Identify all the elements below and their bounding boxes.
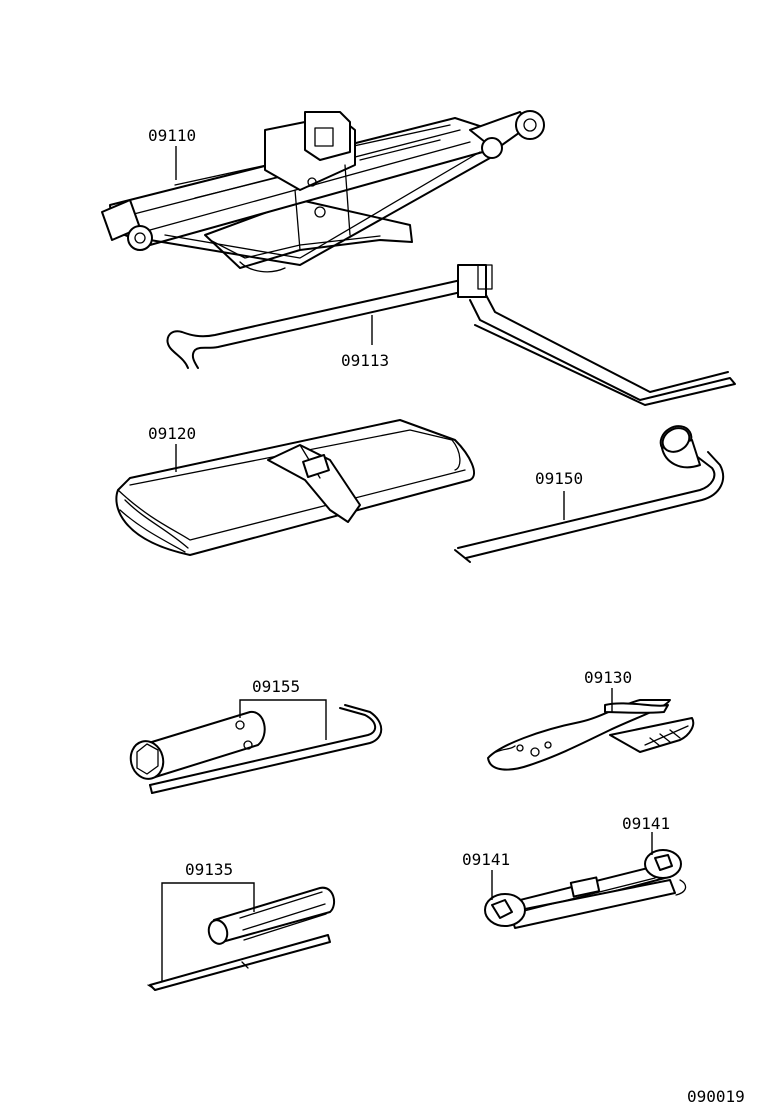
tool-bag-illustration — [115, 419, 475, 556]
part-label-tool-bag: 09120 — [148, 424, 196, 443]
part-label-wrench-right: 09141 — [622, 814, 670, 833]
part-label-wrench-left: 09141 — [462, 850, 510, 869]
part-label-wheel-nut-wrench: 09150 — [535, 469, 583, 488]
screwdriver-leader — [161, 882, 255, 982]
part-label-jack-handle: 09113 — [341, 351, 389, 370]
figure-code: 090019 — [687, 1087, 745, 1106]
wrenches-illustration — [484, 849, 687, 929]
plug-wrench-leader — [239, 699, 327, 740]
part-label-pliers: 09130 — [584, 668, 632, 687]
screwdriver-illustration — [147, 886, 336, 991]
jack-handle-illustration — [166, 264, 736, 406]
part-label-jack: 09110 — [148, 126, 196, 145]
pliers-illustration — [487, 699, 695, 771]
wheel-nut-wrench-illustration — [454, 425, 725, 563]
plug-wrench-illustration — [129, 704, 383, 794]
part-label-plug-wrench: 09155 — [252, 677, 300, 696]
part-label-screwdriver: 09135 — [185, 860, 233, 879]
jack-illustration — [101, 110, 545, 273]
